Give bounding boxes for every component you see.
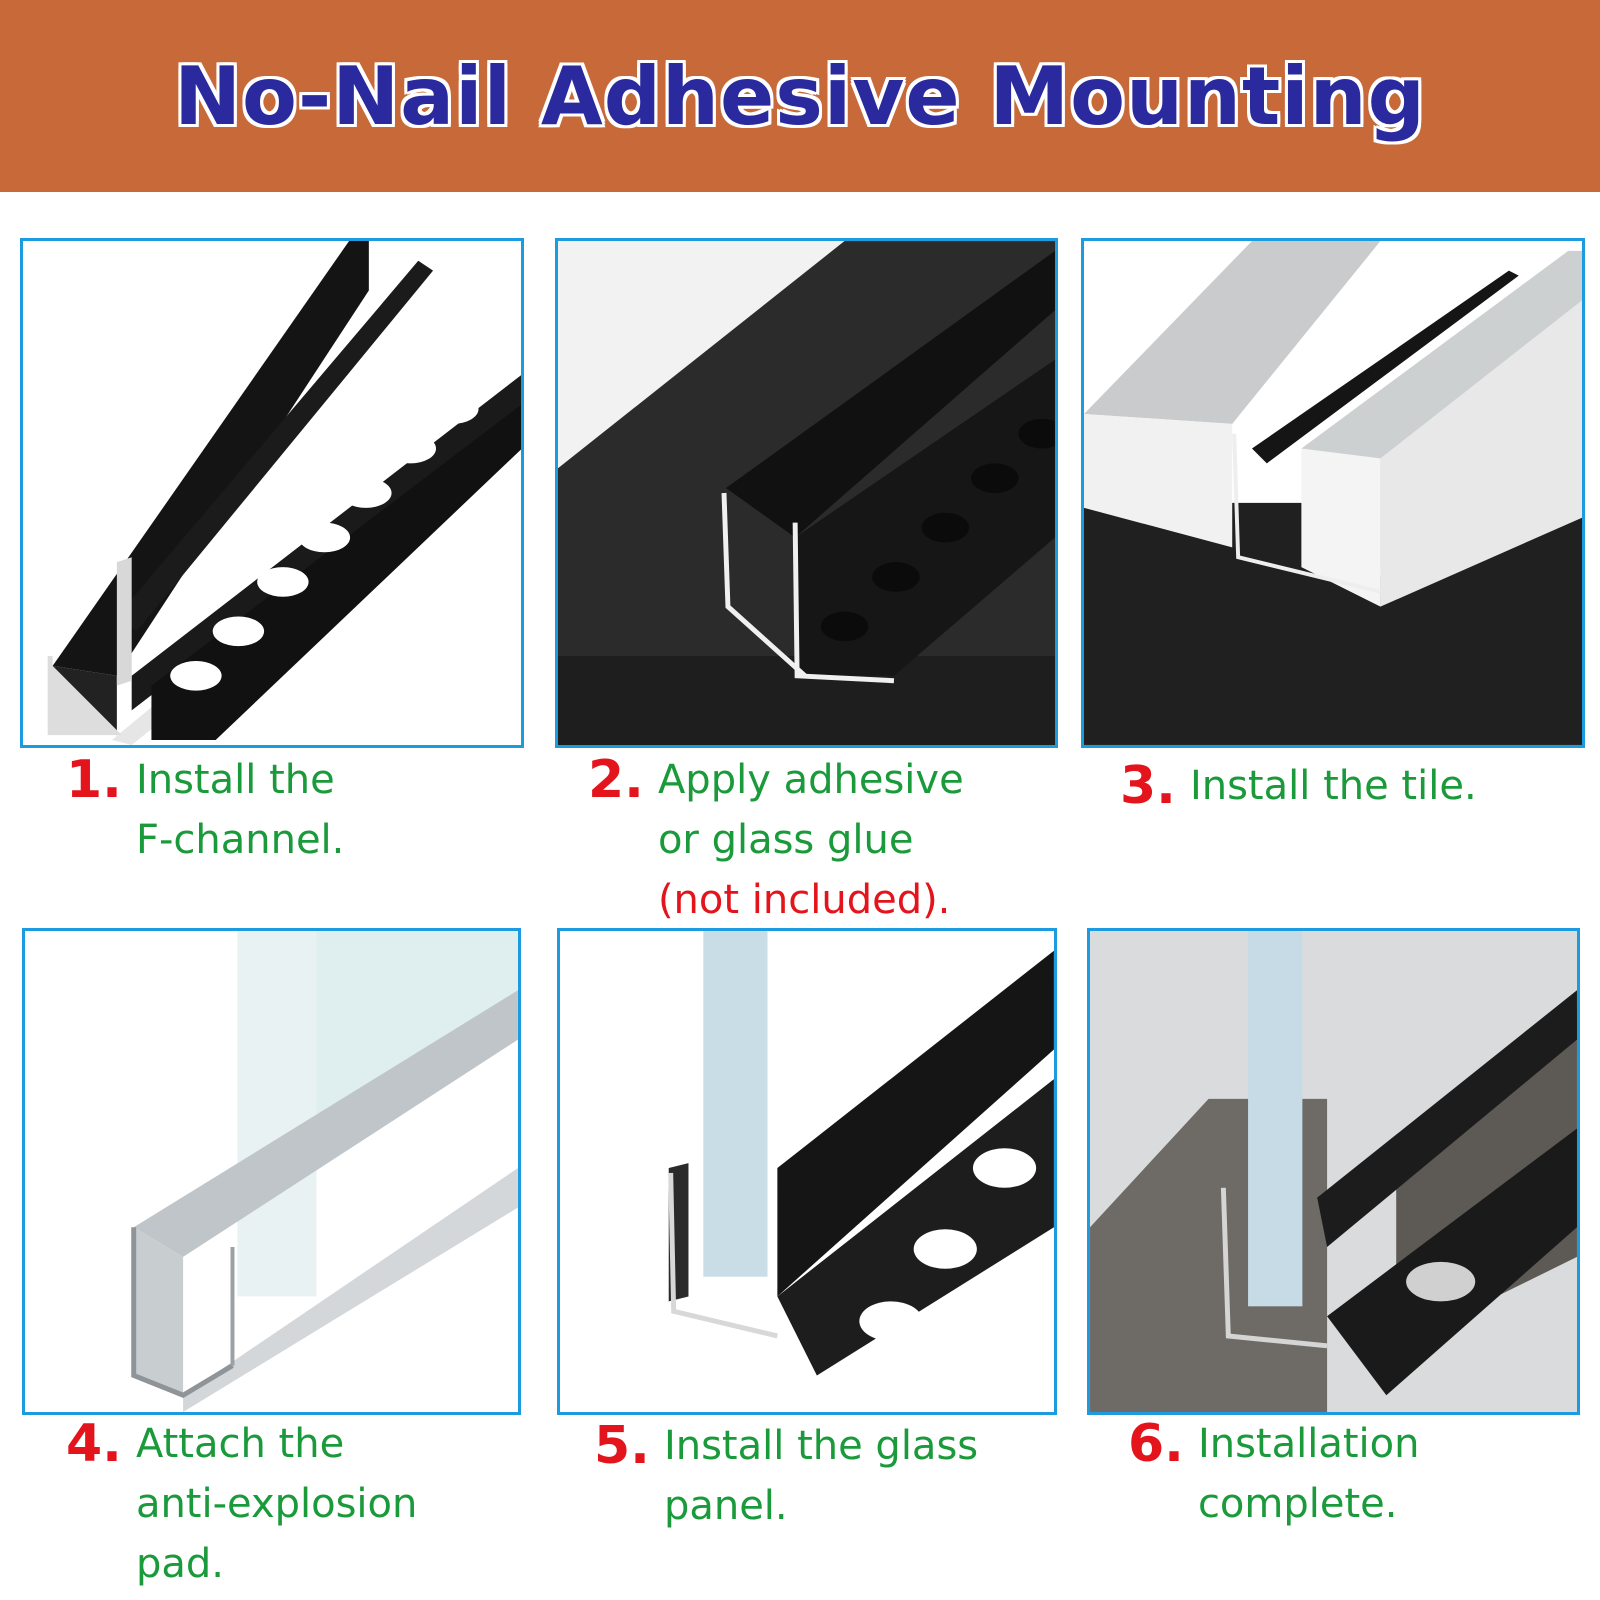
- step-1-number: 1.: [66, 750, 122, 810]
- adhesive-illustration: [558, 241, 1055, 745]
- title-banner: [0, 0, 1600, 192]
- step-6-text: Installation complete.: [1197, 1421, 1420, 1527]
- step-6-caption: 6. Installation complete.: [1128, 1414, 1588, 1534]
- step-2-note: (not included).: [657, 877, 951, 923]
- step-4-text: Attach the anti-explosion pad.: [135, 1421, 418, 1587]
- step-4-number: 4.: [66, 1414, 122, 1474]
- step-5-caption: 5. Install the glass panel.: [594, 1416, 1074, 1536]
- step-3-number: 3.: [1120, 756, 1176, 816]
- step-4-caption: 4. Attach the anti-explosion pad.: [66, 1414, 536, 1594]
- step-2-caption: 2. Apply adhesive or glass glue (not inc…: [588, 750, 1068, 930]
- step-6-image: [1087, 928, 1580, 1415]
- tile-illustration: [1084, 241, 1582, 745]
- page-title: No-Nail Adhesive Mounting: [174, 49, 1426, 143]
- step-2-image: [555, 238, 1058, 748]
- step-2-number: 2.: [588, 750, 644, 810]
- step-6-number: 6.: [1128, 1414, 1184, 1474]
- step-4-image: [22, 928, 521, 1415]
- step-3-caption: 3. Install the tile.: [1120, 756, 1590, 816]
- step-3-image: [1081, 238, 1585, 748]
- step-2-text: Apply adhesive or glass glue: [657, 757, 964, 863]
- step-1-text: Install the F-channel.: [135, 757, 345, 863]
- step-3-text: Install the tile.: [1189, 763, 1477, 809]
- step-1-image: [20, 238, 524, 748]
- anti-explosion-pad-illustration: [25, 931, 518, 1412]
- step-5-image: [557, 928, 1057, 1415]
- step-5-number: 5.: [594, 1416, 650, 1476]
- step-5-text: Install the glass panel.: [663, 1423, 979, 1529]
- installation-complete-illustration: [1090, 931, 1577, 1412]
- step-1-caption: 1. Install the F-channel.: [66, 750, 536, 870]
- glass-panel-illustration: [560, 931, 1054, 1412]
- f-channel-illustration: [47, 241, 521, 745]
